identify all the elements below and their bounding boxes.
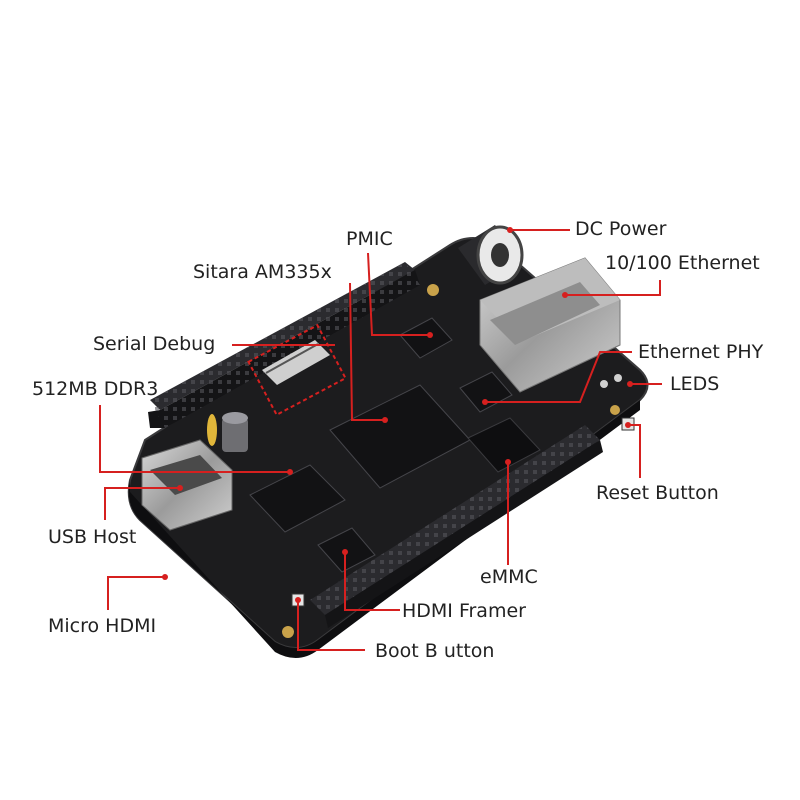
led-part bbox=[600, 380, 608, 388]
leader-pmic bbox=[367, 252, 430, 336]
usb-host-port bbox=[141, 439, 233, 531]
mounting-hole bbox=[282, 626, 294, 638]
label-dc-power: DC Power bbox=[575, 218, 667, 240]
label-emmc: eMMC bbox=[480, 566, 538, 588]
yellow-component bbox=[207, 414, 217, 446]
dot-micro-hdmi bbox=[162, 574, 168, 580]
leader-usb-host bbox=[104, 487, 180, 520]
label-ethernet-phy: Ethernet PHY bbox=[638, 341, 764, 363]
callout-lines bbox=[99, 227, 662, 651]
ethernet-jack bbox=[479, 257, 621, 393]
label-boot-button: Boot B utton bbox=[375, 640, 495, 662]
dot-ethernet bbox=[562, 292, 568, 298]
led-part bbox=[614, 374, 622, 382]
label-serial-debug: Serial Debug bbox=[93, 333, 216, 355]
dot-sitara bbox=[382, 417, 388, 423]
leader-reset bbox=[628, 424, 641, 478]
leader-ethernet bbox=[565, 280, 661, 296]
mounting-hole bbox=[427, 284, 439, 296]
dot-leds bbox=[627, 381, 633, 387]
leader-micro-hdmi bbox=[107, 576, 165, 610]
label-pmic: PMIC bbox=[346, 228, 393, 250]
label-reset-button: Reset Button bbox=[596, 482, 719, 504]
dot-dc-power bbox=[507, 227, 513, 233]
pmic-chip bbox=[399, 317, 453, 359]
leader-ddr3 bbox=[99, 405, 290, 473]
dot-ethernet-phy bbox=[482, 399, 488, 405]
leader-ethernet-phy bbox=[485, 351, 632, 403]
dot-reset bbox=[625, 422, 631, 428]
label-micro-hdmi: Micro HDMI bbox=[48, 615, 157, 637]
dot-pmic bbox=[427, 332, 433, 338]
capacitor bbox=[222, 412, 248, 452]
serial-debug-pins bbox=[262, 340, 330, 385]
phy-chip bbox=[459, 371, 513, 413]
mounting-hole bbox=[610, 405, 620, 415]
label-hdmi-framer: HDMI Framer bbox=[402, 600, 526, 622]
leader-sitara bbox=[349, 282, 385, 421]
dot-hdmi-framer bbox=[342, 549, 348, 555]
label-ethernet: 10/100 Ethernet bbox=[605, 252, 760, 274]
label-usb-host: USB Host bbox=[48, 526, 137, 548]
dot-boot bbox=[295, 597, 301, 603]
label-leds: LEDS bbox=[670, 373, 720, 395]
emmc-chip bbox=[467, 417, 541, 473]
header-strip-bottom bbox=[310, 425, 603, 628]
label-ddr3: 512MB DDR3 bbox=[32, 378, 159, 400]
dc-power-jack bbox=[458, 225, 524, 285]
dot-emmc bbox=[505, 459, 511, 465]
dot-usb-host bbox=[177, 485, 183, 491]
leader-hdmi-framer bbox=[344, 552, 400, 611]
box-serial-debug bbox=[247, 323, 347, 417]
label-sitara: Sitara AM335x bbox=[193, 261, 332, 283]
dot-ddr3 bbox=[287, 469, 293, 475]
leader-boot bbox=[297, 600, 365, 651]
